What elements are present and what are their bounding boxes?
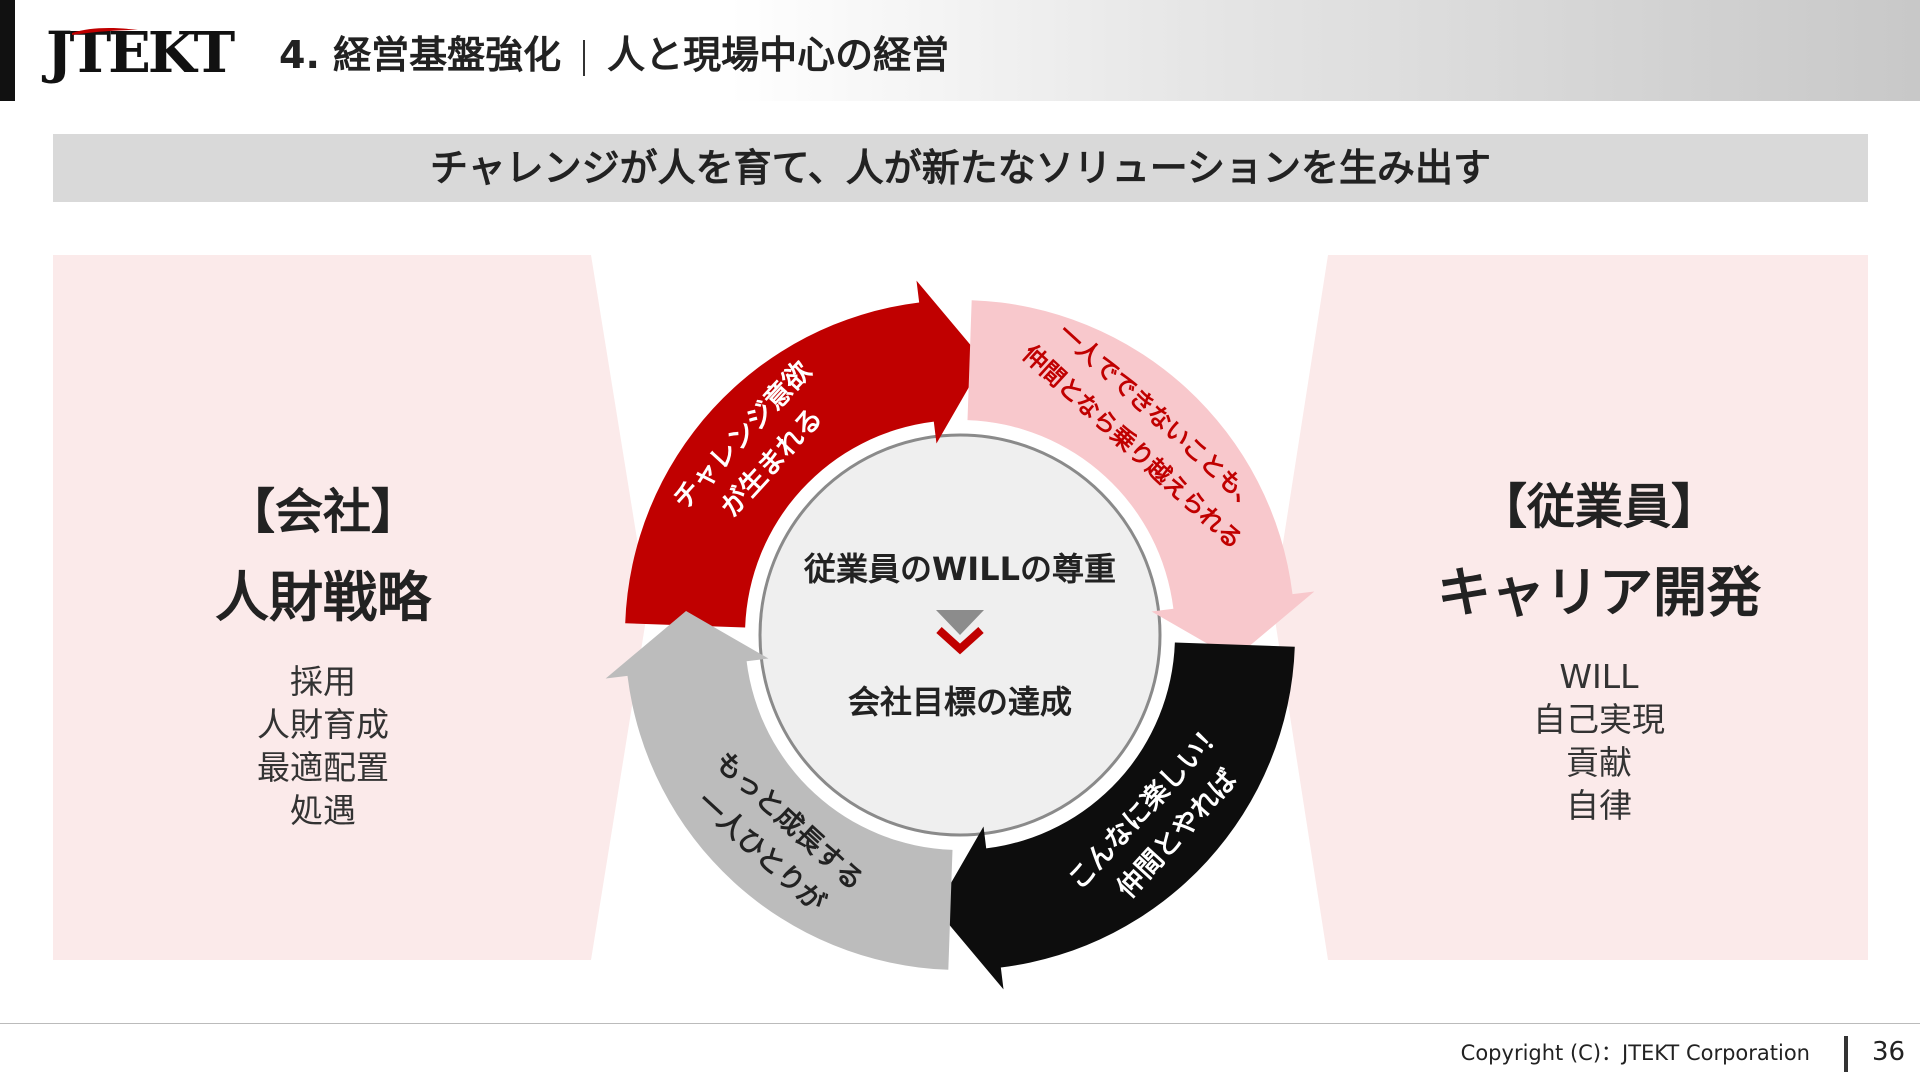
page-title-section: 4. 経営基盤強化 xyxy=(279,33,562,77)
employee-item: WILL xyxy=(1559,657,1639,696)
employee-panel: 【従業員】 キャリア開発 WILL 自己実現 貢献 自律 xyxy=(1330,475,1868,827)
company-item: 処遇 xyxy=(290,791,356,830)
company-panel: 【会社】 人財戦略 採用 人財育成 最適配置 処遇 xyxy=(53,480,593,832)
red-chevron-down-icon xyxy=(936,627,984,655)
footer-divider xyxy=(0,1023,1920,1024)
center-goal-text: 会社目標の達成 xyxy=(848,683,1072,721)
employee-item: 自己実現 xyxy=(1533,700,1665,739)
employee-item-list: WILL 自己実現 貢献 自律 xyxy=(1330,655,1868,827)
header-accent-bar xyxy=(0,0,15,101)
employee-career-title: キャリア開発 xyxy=(1437,561,1761,624)
company-item: 最適配置 xyxy=(257,748,389,787)
employee-item: 自律 xyxy=(1566,786,1632,825)
company-strategy-title: 人財戦略 xyxy=(215,566,431,629)
page-title-topic: 人と現場中心の経営 xyxy=(607,33,950,77)
down-triangle-icon xyxy=(936,610,984,635)
company-heading: 【会社】 xyxy=(226,484,419,540)
arrow-enjoy-together xyxy=(936,642,1295,990)
cycle-arrows: チャレンジ意欲が生まれる一人でできないことも、仲間となら乗り越えられる仲間とやれ… xyxy=(605,280,1315,990)
page-number: 36 xyxy=(1872,1037,1906,1067)
arrow-challenge xyxy=(625,280,984,628)
page-title: 4. 経営基盤強化 人と現場中心の経営 xyxy=(279,29,949,81)
employee-item: 貢献 xyxy=(1566,743,1632,782)
footer-separator xyxy=(1844,1036,1848,1072)
center-will-text: 従業員のWILLの尊重 xyxy=(803,550,1116,588)
company-panel-shape xyxy=(53,255,648,960)
company-item: 人財育成 xyxy=(257,705,389,744)
copyright: Copyright (C)：JTEKT Corporation xyxy=(1460,1041,1810,1065)
company-item-list: 採用 人財育成 最適配置 処遇 xyxy=(53,660,593,832)
header: JTEKT 4. 経営基盤強化人と現場中心の経営 xyxy=(0,0,1920,101)
company-item: 採用 xyxy=(290,662,356,701)
title-separator xyxy=(583,39,586,76)
arrow-grow xyxy=(605,611,953,970)
message-banner: チャレンジが人を育て、人が新たなソリューションを生み出す xyxy=(53,134,1868,202)
arrow-overcome-together xyxy=(967,300,1315,659)
employee-panel-shape xyxy=(1273,255,1868,960)
cycle-diagram: チャレンジ意欲が生まれる一人でできないことも、仲間となら乗り越えられる仲間とやれ… xyxy=(605,280,1315,990)
logo-swoosh-icon xyxy=(72,28,138,35)
employee-heading: 【従業員】 xyxy=(1478,479,1719,535)
